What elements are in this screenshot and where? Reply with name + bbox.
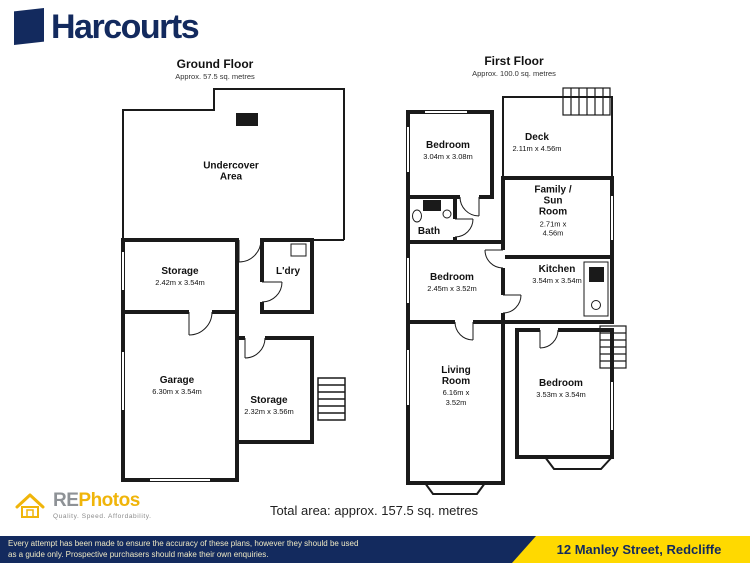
room-label-bath: Bath xyxy=(404,226,454,238)
room-dims: 2.42m x 3.54m xyxy=(155,278,205,288)
rephotos-re: RE xyxy=(53,490,79,511)
door-arc xyxy=(502,294,522,314)
harcourts-flag-icon xyxy=(14,8,44,45)
room-name: Family / Sun Room xyxy=(534,184,572,218)
ground-windows xyxy=(120,252,210,483)
first-doors xyxy=(453,195,559,349)
room-label-bedroom-3: Bedroom 3.53m x 3.54m xyxy=(516,378,606,400)
disclaimer-text: Every attempt has been made to ensure th… xyxy=(8,538,358,560)
room-name: Bedroom xyxy=(430,272,474,284)
room-name: Undercover Area xyxy=(203,160,259,183)
room-name: Bedroom xyxy=(539,378,583,390)
room-dims: 2.11m x 4.56m xyxy=(512,144,562,154)
door-arc xyxy=(459,196,480,217)
harcourts-wordmark: Harcourts xyxy=(51,7,200,46)
disclaimer-line-2: as a guide only. Prospective purchasers … xyxy=(8,550,269,559)
room-label-kitchen: Kitchen 3.54m x 3.54m xyxy=(512,264,602,286)
bay-window-living xyxy=(424,482,486,495)
room-label-storage-1: Storage 2.42m x 3.54m xyxy=(135,266,225,288)
rephotos-text: REPhotos Quality. Speed. Affordability. xyxy=(53,491,152,520)
room-name: Storage xyxy=(250,395,288,407)
bath-fixtures xyxy=(412,200,452,223)
door-arc xyxy=(244,337,266,359)
deck-stairs xyxy=(562,87,611,116)
ground-doors xyxy=(188,239,283,359)
house-icon xyxy=(15,493,45,518)
property-address: 12 Manley Street, Redcliffe xyxy=(556,542,722,557)
door-arc xyxy=(539,329,559,349)
ground-stairs xyxy=(317,377,346,421)
room-name: Kitchen xyxy=(538,264,576,276)
harcourts-logo: Harcourts xyxy=(14,7,200,46)
disclaimer-line-1: Every attempt has been made to ensure th… xyxy=(8,539,359,548)
room-outline-kitchen xyxy=(501,255,614,324)
rephotos-logo: REPhotos Quality. Speed. Affordability. xyxy=(14,491,152,521)
address-banner: 12 Manley Street, Redcliffe xyxy=(512,536,750,563)
room-name: Deck xyxy=(525,132,549,144)
rephotos-photos: Photos xyxy=(78,490,140,511)
room-name: Bath xyxy=(417,225,441,237)
rephotos-tagline: Quality. Speed. Affordability. xyxy=(53,513,152,520)
undercover-outline xyxy=(122,88,345,240)
first-floor-plan xyxy=(405,87,627,495)
room-name: Bedroom xyxy=(426,140,470,152)
laundry-tub xyxy=(290,243,307,257)
room-outline-storage-2 xyxy=(235,336,314,444)
bay-window-bedroom xyxy=(544,456,613,470)
room-label-bedroom-2: Bedroom 2.45m x 3.52m xyxy=(407,272,497,294)
room-dims: 2.71m x 4.56m xyxy=(539,218,567,238)
first-windows xyxy=(405,109,615,430)
room-name: Living Room xyxy=(441,364,471,388)
ground-floor-plan xyxy=(120,88,346,483)
door-arc xyxy=(484,249,504,269)
room-label-storage-2: Storage 2.32m x 3.56m xyxy=(224,395,314,417)
room-dims: 2.32m x 3.56m xyxy=(244,407,294,417)
plan-title-text: First Floor xyxy=(484,54,544,68)
room-dims: 2.45m x 3.52m xyxy=(427,284,477,294)
pillar xyxy=(236,113,258,126)
ground-floor-title: Ground Floor Approx. 57.5 sq. metres xyxy=(175,57,255,81)
plan-subtitle-text: Approx. 100.0 sq. metres xyxy=(472,69,556,78)
plan-subtitle-text: Approx. 57.5 sq. metres xyxy=(175,72,255,81)
door-arc xyxy=(261,281,283,303)
door-arc xyxy=(454,218,474,238)
room-name: Storage xyxy=(161,266,199,278)
room-name: L'dry xyxy=(275,265,301,277)
room-label-deck: Deck 2.11m x 4.56m xyxy=(492,132,582,154)
door-arc xyxy=(454,321,474,341)
room-dims: 3.04m x 3.08m xyxy=(423,152,473,162)
room-dims: 6.30m x 3.54m xyxy=(152,387,202,397)
kitchen-counter xyxy=(583,261,609,317)
room-label-undercover-area: Undercover Area xyxy=(196,160,266,183)
room-label-laundry: L'dry xyxy=(258,266,318,278)
room-dims: 3.54m x 3.54m xyxy=(532,276,582,286)
first-floor-stairs xyxy=(599,325,627,369)
total-area-text: Total area: approx. 157.5 sq. metres xyxy=(269,503,479,518)
first-floor-title: First Floor Approx. 100.0 sq. metres xyxy=(472,54,556,78)
room-dims: 6.16m x 3.52m xyxy=(442,388,470,407)
door-arc xyxy=(188,311,213,336)
plan-title-text: Ground Floor xyxy=(176,57,254,71)
room-name: Garage xyxy=(159,375,195,387)
door-arc xyxy=(238,239,262,263)
room-label-bedroom-1: Bedroom 3.04m x 3.08m xyxy=(403,140,493,162)
room-label-living-room: Living Room 6.16m x 3.52m xyxy=(434,365,478,407)
room-label-family-sun-room: Family / Sun Room 2.71m x 4.56m xyxy=(530,184,576,237)
room-dims: 3.53m x 3.54m xyxy=(536,390,586,400)
room-label-garage: Garage 6.30m x 3.54m xyxy=(132,375,222,397)
room-outline-laundry xyxy=(260,238,314,314)
footer-bar: Every attempt has been made to ensure th… xyxy=(0,536,750,563)
rephotos-wordmark: REPhotos xyxy=(53,491,152,510)
